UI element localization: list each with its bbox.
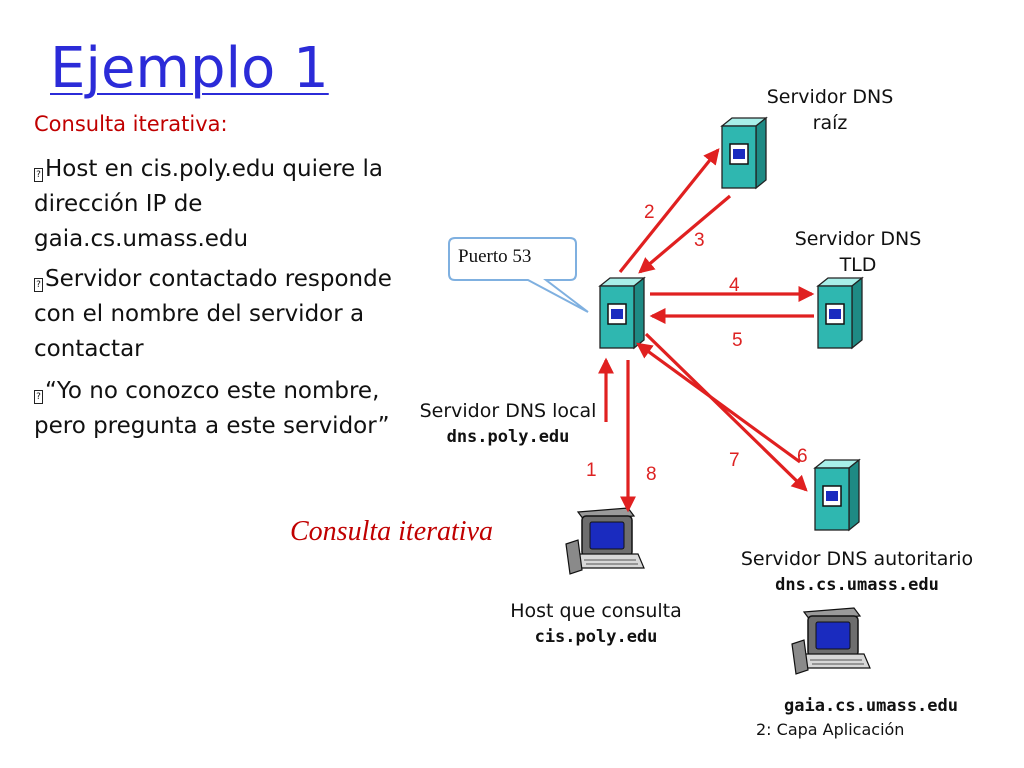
root-server-name: Servidor DNS xyxy=(766,86,894,108)
root-server-label: Servidor DNS raíz xyxy=(738,84,922,136)
tld-server-label: Servidor DNS TLD xyxy=(766,226,950,278)
authoritative-server-label: Servidor DNS autoritario dns.cs.umass.ed… xyxy=(712,546,1002,598)
step-number-3: 3 xyxy=(694,230,705,251)
bullet-3: ?“Yo no conozco este nombre, pero pregun… xyxy=(34,374,409,444)
step-number-8: 8 xyxy=(646,464,657,485)
local-server-label: Servidor DNS local dns.poly.edu xyxy=(386,398,630,450)
slide-title: Ejemplo 1 xyxy=(50,36,329,101)
step-number-4: 4 xyxy=(729,275,740,296)
step-number-2: 2 xyxy=(644,202,655,223)
local-server-icon xyxy=(599,277,645,349)
bullet-2: ?Servidor contactado responde con el nom… xyxy=(34,262,409,367)
arrow-step-7 xyxy=(636,342,801,464)
local-server-name: Servidor DNS local xyxy=(419,400,597,422)
bullet-text: Host en cis.poly.edu quiere la dirección… xyxy=(34,156,384,252)
step-number-6: 6 xyxy=(797,446,808,467)
host-name: Host que consulta xyxy=(510,600,682,622)
step-number-1: 1 xyxy=(586,460,597,481)
bullet-marker-icon: ? xyxy=(34,278,43,292)
host-computer-icon xyxy=(565,507,645,575)
host-hostname: cis.poly.edu xyxy=(534,627,658,647)
tld-server-subname: TLD xyxy=(839,254,877,276)
bullet-marker-icon: ? xyxy=(34,168,43,182)
bullet-marker-icon: ? xyxy=(34,390,43,404)
tld-server-icon xyxy=(817,277,863,349)
authoritative-server-hostname: dns.cs.umass.edu xyxy=(775,575,939,595)
bullet-1: ?Host en cis.poly.edu quiere la direcció… xyxy=(34,152,409,257)
footer-text: 2: Capa Aplicación xyxy=(756,720,905,739)
target-host-label: gaia.cs.umass.edu xyxy=(784,696,958,716)
step-number-5: 5 xyxy=(732,330,743,351)
bullet-text: “Yo no conozco este nombre, pero pregunt… xyxy=(34,378,390,439)
iterative-query-label: Consulta iterativa xyxy=(290,516,493,547)
local-server-hostname: dns.poly.edu xyxy=(446,427,570,447)
root-server-subname: raíz xyxy=(812,112,848,134)
subheading: Consulta iterativa: xyxy=(34,112,228,136)
step-number-7: 7 xyxy=(729,450,740,471)
arrow-step-2 xyxy=(618,148,720,274)
callout-text: Puerto 53 xyxy=(458,246,532,267)
target-computer-icon xyxy=(791,607,871,675)
arrow-step-3 xyxy=(638,194,732,274)
arrow-step-6 xyxy=(644,332,808,492)
callout-bubble xyxy=(448,237,589,313)
host-label: Host que consulta cis.poly.edu xyxy=(478,598,714,650)
bullet-text: Servidor contactado responde con el nomb… xyxy=(34,266,392,362)
authoritative-server-name: Servidor DNS autoritario xyxy=(740,548,974,570)
authoritative-server-icon xyxy=(814,459,860,531)
tld-server-name: Servidor DNS xyxy=(794,228,922,250)
